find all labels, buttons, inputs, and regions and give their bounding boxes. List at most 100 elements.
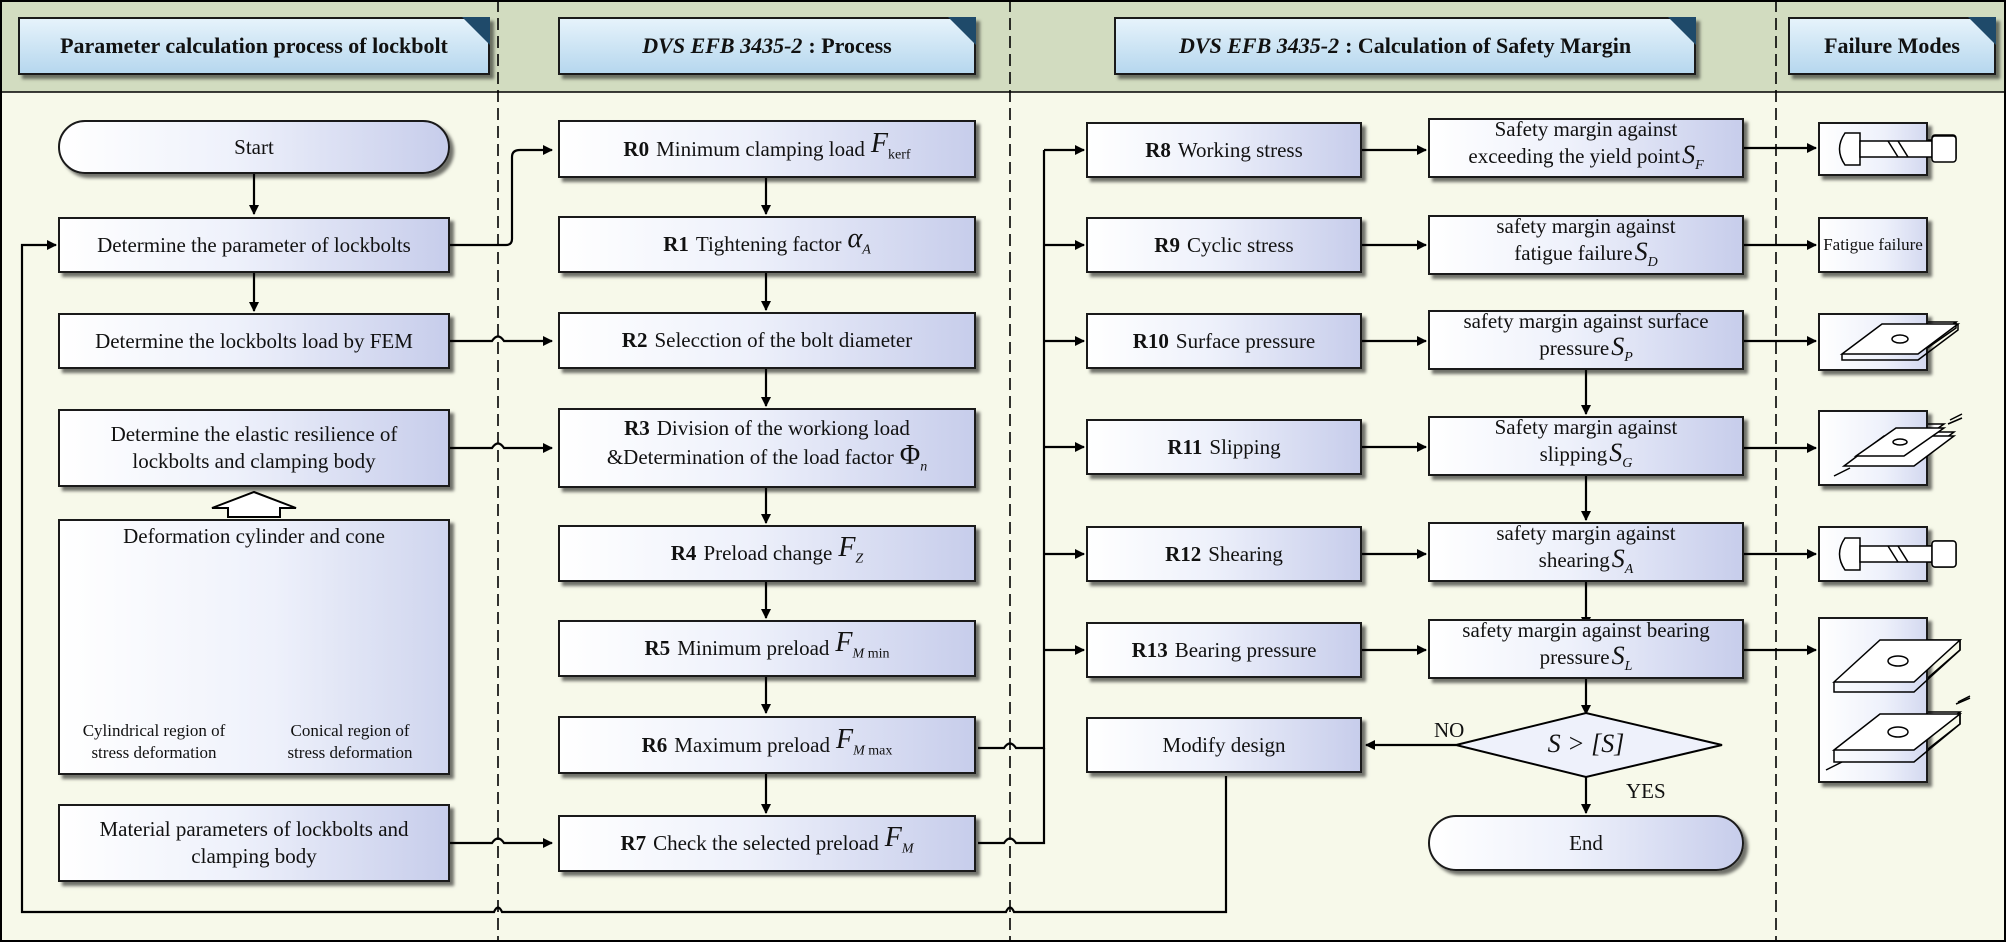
header-col3-standard: DVS EFB 3435-2 <box>1178 33 1340 58</box>
process-r0-node: R0 Minimum clamping load Fkerf <box>558 120 976 178</box>
r13-text: Bearing pressure <box>1174 637 1317 662</box>
margin-shearing-symbol: SA <box>1611 544 1634 578</box>
r12-code: R12 <box>1165 541 1202 566</box>
r10-text: Surface pressure <box>1175 328 1316 353</box>
header-col2-text: : Process <box>808 33 892 58</box>
process-r5-node: R5 Minimum preload FM min <box>558 620 976 677</box>
header-process: DVS EFB 3435-2 : Process <box>558 17 976 75</box>
failure-surface-frame <box>1818 313 1928 371</box>
header-corner-icon <box>1668 17 1696 45</box>
margin-yield-line2: exceeding the yield point <box>1468 144 1681 169</box>
deformation-title: Deformation cylinder and cone <box>123 524 385 548</box>
determine-parameters-label: Determine the parameter of lockbolts <box>97 232 411 257</box>
header-corner-icon <box>1968 17 1996 45</box>
margin-bearing-node: safety margin against bearing pressureSL <box>1428 618 1744 679</box>
margin-yield-symbol: SF <box>1682 140 1704 174</box>
r8-text: Working stress <box>1177 137 1303 162</box>
r4-text: Preload change <box>703 541 833 565</box>
r1-symbol: αA <box>847 223 871 258</box>
caption-conical: Conical region of stress deformation <box>287 721 413 762</box>
header-col4-text: Failure Modes <box>1824 33 1960 58</box>
r10-code: R10 <box>1132 328 1169 353</box>
header-col3-text: : Calculation of Safety Margin <box>1345 33 1632 58</box>
r3-code: R3 <box>624 416 650 441</box>
r6-code: R6 <box>641 732 668 757</box>
header-parameter-calculation: Parameter calculation process of lockbol… <box>18 17 490 75</box>
r0-code: R0 <box>623 136 650 161</box>
end-label: End <box>1569 830 1603 855</box>
margin-shearing-line1: safety margin against <box>1496 521 1676 546</box>
decision-yes-label: YES <box>1626 779 1666 803</box>
margin-shearing-node: safety margin against shearingSA <box>1428 521 1744 582</box>
process-r1-node: R1 Tightening factor αA <box>558 216 976 273</box>
decision-condition: S > [S] <box>1547 729 1625 758</box>
r1-text: Tightening factor <box>695 232 842 256</box>
r9-text: Cyclic stress <box>1186 232 1294 257</box>
r8-code: R8 <box>1145 137 1171 162</box>
margin-bearing-line1: safety margin against bearing <box>1462 618 1710 643</box>
start-node: Start <box>58 120 450 174</box>
r7-code: R7 <box>620 831 647 855</box>
failure-shearing-frame <box>1818 526 1928 582</box>
elastic-resilience-node: Determine the elastic resilience of lock… <box>58 409 450 487</box>
r11-code: R11 <box>1167 434 1203 459</box>
modify-design-label: Modify design <box>1162 732 1286 757</box>
margin-surface-line1: safety margin against surface <box>1463 309 1709 334</box>
deformation-box: Deformation cylinder and cone <box>58 519 450 775</box>
end-node: End <box>1428 815 1744 871</box>
decision-no-label: NO <box>1434 718 1465 742</box>
start-label: Start <box>234 134 274 159</box>
r1-code: R1 <box>663 232 689 256</box>
material-parameters-label: Material parameters of lockbolts and cla… <box>99 817 409 868</box>
r4-code: R4 <box>670 541 697 565</box>
header-corner-icon <box>948 17 976 45</box>
r5-symbol: FM min <box>835 627 890 662</box>
r3-text-line2: &Determination of the load factor <box>606 445 894 470</box>
r5-text: Minimum preload <box>677 636 830 660</box>
r2-text: Selecction of the bolt diameter <box>654 328 913 352</box>
process-r2-node: R2 Selecction of the bolt diameter <box>558 312 976 369</box>
margin-slipping-line2: slipping <box>1539 442 1608 467</box>
margin-shearing-line2: shearing <box>1538 548 1610 573</box>
margin-slipping-line1: Safety margin against <box>1494 415 1678 440</box>
r7-symbol: FM <box>884 822 914 857</box>
r2-code: R2 <box>621 328 648 352</box>
failure-fatigue-label: Fatigue failure <box>1823 235 1923 254</box>
determine-load-label: Determine the lockbolts load by FEM <box>95 328 413 353</box>
r11-text: Slipping <box>1209 434 1281 459</box>
header-failure-modes: Failure Modes <box>1788 17 1996 75</box>
margin-slipping-symbol: SG <box>1609 438 1633 472</box>
failure-yield-frame <box>1818 122 1928 176</box>
failure-bearing-frame <box>1818 617 1928 783</box>
header-col2-standard: DVS EFB 3435-2 <box>642 33 803 58</box>
header-corner-icon <box>462 17 490 45</box>
r13-code: R13 <box>1131 637 1168 662</box>
margin-fatigue-symbol: SD <box>1634 237 1658 271</box>
margin-surface-symbol: SP <box>1611 332 1633 366</box>
margin-fatigue-line1: safety margin against <box>1496 214 1676 239</box>
r3-text: Division of the workiong load <box>656 416 910 441</box>
caption-cylindrical: Cylindrical region of stress deformation <box>82 721 226 762</box>
r5-code: R5 <box>644 636 671 660</box>
r12-text: Shearing <box>1208 541 1283 566</box>
r6-symbol: FM max <box>836 723 893 759</box>
modify-design-node: Modify design <box>1086 717 1362 773</box>
margin-fatigue-node: safety margin against fatigue failureSD <box>1428 214 1744 275</box>
process-r4-node: R4 Preload change FZ <box>558 525 976 582</box>
material-parameters-node: Material parameters of lockbolts and cla… <box>58 804 450 882</box>
margin-yield-node: Safety margin against exceeding the yiel… <box>1428 117 1744 178</box>
r3-symbol: Φn <box>899 440 928 475</box>
margin-surface-pressure-node: safety margin against surface pressureSP <box>1428 309 1744 370</box>
process-r7-node: R7 Check the selected preload FM <box>558 815 976 872</box>
failure-slipping-frame <box>1818 410 1928 486</box>
r0-symbol: Fkerf <box>870 127 911 163</box>
elastic-resilience-label: Determine the elastic resilience of lock… <box>110 422 398 473</box>
